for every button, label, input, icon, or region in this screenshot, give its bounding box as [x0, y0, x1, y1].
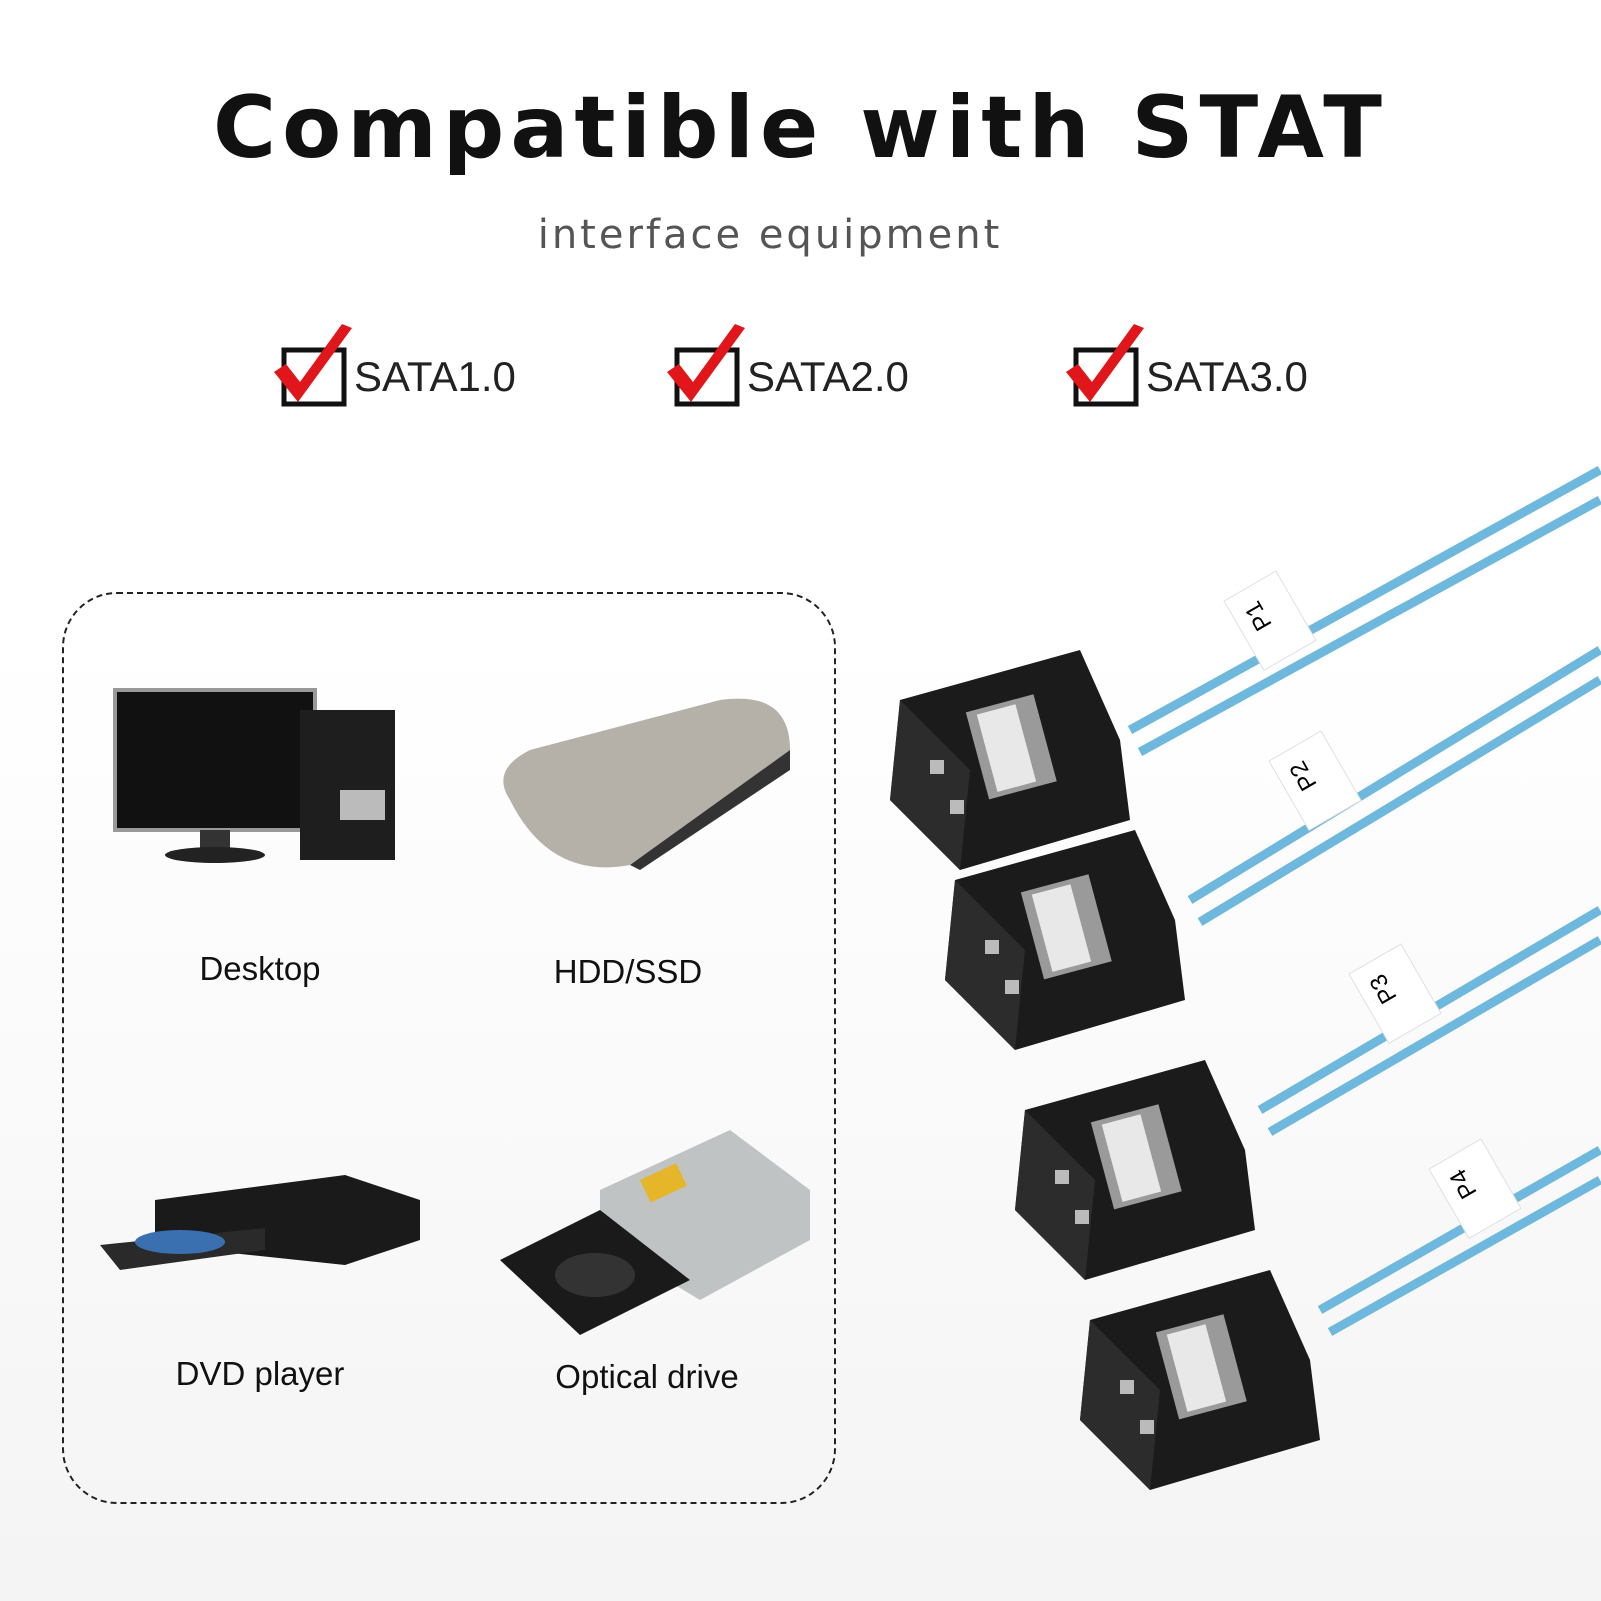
standard-sata3: SATA3.0	[1064, 322, 1308, 412]
cable-1	[890, 466, 1601, 870]
checkbox-checked-icon	[274, 324, 352, 407]
page-subtitle: interface equipment	[537, 212, 1003, 258]
device-label-optical-drive: Optical drive	[555, 1358, 739, 1395]
checkbox-checked-icon	[1066, 324, 1144, 407]
desktop-computer-icon	[113, 688, 395, 863]
compatible-devices-panel	[62, 592, 836, 1504]
optical-drive-icon	[500, 1130, 810, 1335]
cable-2	[945, 646, 1601, 1050]
standard-label: SATA1.0	[354, 353, 516, 400]
standard-sata1: SATA1.0	[272, 322, 516, 412]
cable-4	[1080, 1146, 1601, 1490]
standard-label: SATA2.0	[747, 353, 909, 400]
standard-sata2: SATA2.0	[665, 322, 909, 412]
sata-connector	[1015, 1060, 1255, 1280]
port-label-p1: P1	[1223, 570, 1317, 671]
device-label-desktop: Desktop	[199, 950, 321, 987]
device-label-dvd-player: DVD player	[175, 1355, 345, 1392]
hard-drive-icon	[503, 698, 790, 870]
port-label-p2: P2	[1268, 730, 1362, 831]
device-label-hdd-ssd: HDD/SSD	[553, 953, 703, 990]
sata-connector	[890, 650, 1130, 870]
dvd-player-icon	[100, 1175, 420, 1270]
sata-connector	[1080, 1270, 1320, 1490]
checkbox-checked-icon	[667, 324, 745, 407]
port-label-p4: P4	[1428, 1138, 1522, 1239]
page-title: Compatible with STAT	[213, 78, 1388, 178]
standard-label: SATA3.0	[1146, 353, 1308, 400]
port-label-p3: P3	[1348, 943, 1442, 1044]
